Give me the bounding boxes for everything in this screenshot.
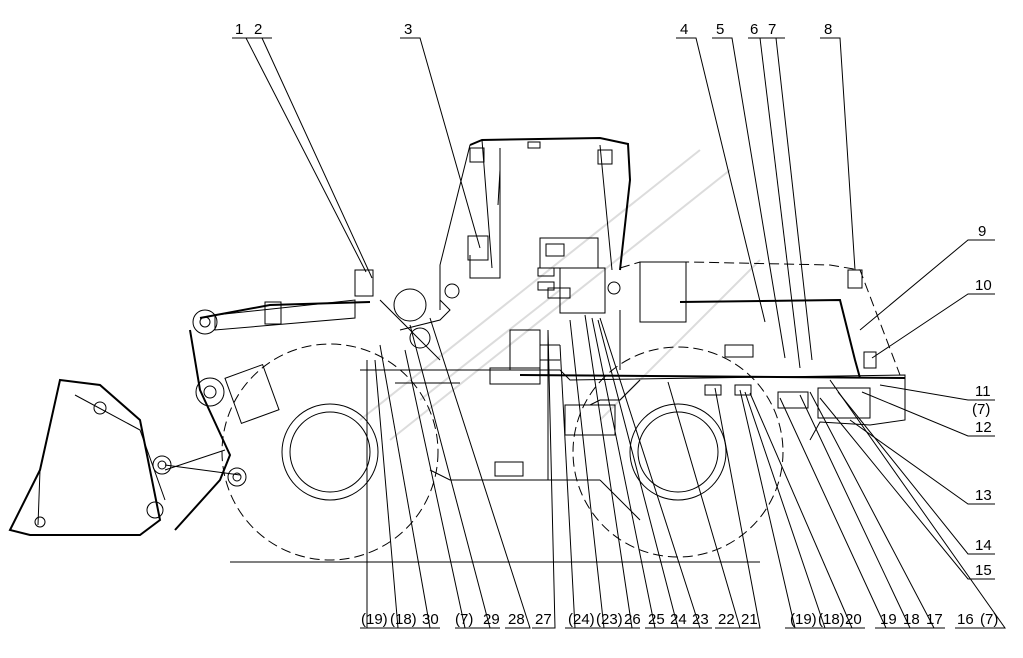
callout-29: 29 [483,611,500,628]
callout-7c: (7) [455,611,473,628]
callout-16: 16 [957,611,974,628]
callout-21: 21 [741,611,758,628]
chassis [360,299,906,521]
engine-hood [619,261,901,379]
right-leaders [819,239,995,580]
callout-4: 4 [680,21,688,38]
callout-23a: (23) [596,611,623,628]
rear-wheel [572,346,784,558]
callout-28: 28 [508,611,525,628]
front-wheel [221,343,439,561]
callout-10: 10 [975,277,992,294]
callout-2: 2 [254,21,262,38]
callout-17: 17 [926,611,943,628]
callout-9: 9 [978,223,986,240]
callout-25: 25 [648,611,665,628]
callout-13: 13 [975,487,992,504]
callout-30: 30 [422,611,439,628]
callout-1: 1 [235,21,243,38]
callout-26: 26 [624,611,641,628]
callout-7b: (7) [980,611,998,628]
callout-18a: (18) [390,611,417,628]
callout-7a: (7) [972,401,990,418]
callout-19a: (19) [361,611,388,628]
callout-3: 3 [404,21,412,38]
callout-8: 8 [824,21,832,38]
callout-23: 23 [692,611,709,628]
bucket [8,378,166,536]
callout-20: 20 [845,611,862,628]
callout-24: 24 [670,611,687,628]
top-leaders [232,37,856,369]
callout-18b: (18) [818,611,845,628]
callout-7: 7 [768,21,776,38]
callout-18: 18 [903,611,920,628]
callout-15: 15 [975,562,992,579]
top-callouts: 1 2 3 4 5 6 7 8 [235,21,832,38]
callout-12: 12 [975,419,992,436]
callout-22: 22 [718,611,735,628]
callout-24a: (24) [568,611,595,628]
callout-27: 27 [535,611,552,628]
callout-11: 11 [975,383,991,400]
callout-14: 14 [975,537,992,554]
bottom-leaders [360,314,1006,629]
lift-arm [146,269,441,531]
callout-5: 5 [716,21,724,38]
right-callouts: 9 10 11 (7) 12 13 14 15 16 (7) [957,223,998,628]
callout-19b: (19) [790,611,817,628]
callout-6: 6 [750,21,758,38]
cab [439,136,632,314]
